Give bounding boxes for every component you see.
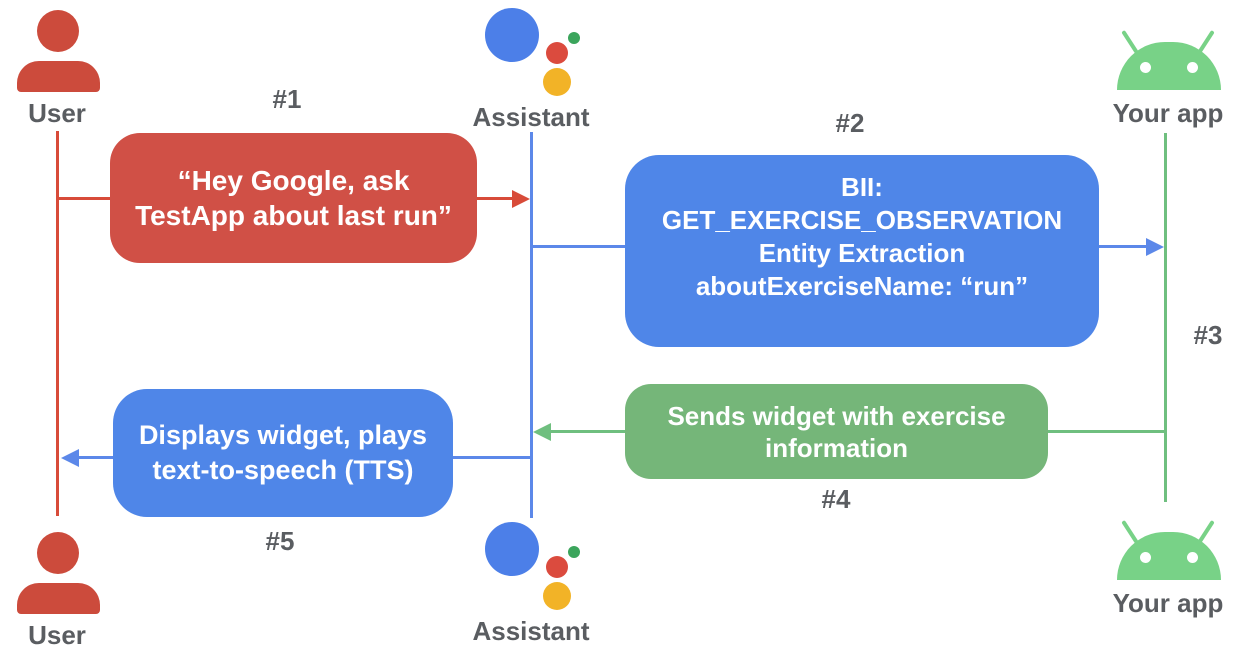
arrow-1-line-left — [58, 197, 110, 200]
message-1-user-query: “Hey Google, ask TestApp about last run” — [110, 133, 477, 263]
actor-label-app-top: Your app — [1112, 98, 1224, 128]
actor-label-user-bottom: User — [28, 620, 86, 650]
lifeline-user — [56, 131, 59, 516]
assistant-green-dot — [568, 546, 580, 558]
arrow-2-line-left — [533, 245, 625, 248]
assistant-red-circle — [546, 42, 568, 64]
person-body — [17, 61, 100, 92]
message-line: BII: — [841, 172, 883, 202]
message-line: TestApp about last run” — [135, 200, 452, 231]
assistant-yellow-circle — [543, 68, 571, 96]
arrow-4-line-left — [551, 430, 625, 433]
arrow-1-head — [512, 190, 530, 208]
actor-label-assistant-top: Assistant — [472, 102, 590, 132]
actor-app-top: Your app — [1093, 17, 1243, 132]
message-2-bii: BII: GET_EXERCISE_OBSERVATION Entity Ext… — [625, 155, 1099, 347]
assistant-blue-circle — [485, 522, 539, 576]
arrow-5-line-left — [79, 456, 113, 459]
actor-label-app-bottom: Your app — [1112, 588, 1224, 618]
person-head — [37, 10, 79, 52]
actor-user-bottom: User — [7, 532, 107, 652]
message-line: Sends widget with exercise — [667, 400, 1006, 431]
step-label-3: #3 — [1193, 320, 1223, 350]
message-line: text-to-speech (TTS) — [152, 455, 414, 485]
assistant-green-dot — [568, 32, 580, 44]
message-line: “Hey Google, ask — [177, 165, 410, 196]
actor-assistant-top: Assistant — [456, 8, 606, 138]
lifeline-assistant — [530, 132, 533, 518]
message-line: aboutExerciseName: “run” — [695, 271, 1029, 301]
person-body — [17, 583, 100, 614]
step-label-2: #2 — [835, 108, 865, 138]
actor-user-top: User — [7, 10, 107, 130]
person-head — [37, 532, 79, 574]
actor-label-assistant-bottom: Assistant — [472, 616, 590, 646]
android-eye-left — [1140, 62, 1151, 73]
arrow-2-head — [1146, 238, 1164, 256]
actor-label-user-top: User — [28, 98, 86, 128]
message-5-display: Displays widget, plays text-to-speech (T… — [113, 389, 453, 517]
step-label-5: #5 — [265, 526, 295, 556]
message-line: Displays widget, plays — [138, 420, 428, 450]
arrow-5-head — [61, 449, 79, 467]
assistant-yellow-circle — [543, 582, 571, 610]
arrow-4-head — [533, 423, 551, 441]
actor-assistant-bottom: Assistant — [456, 522, 606, 652]
actor-app-bottom: Your app — [1093, 507, 1243, 622]
step-label-1: #1 — [272, 84, 302, 114]
android-eye-left — [1140, 552, 1151, 563]
assistant-red-circle — [546, 556, 568, 578]
lifeline-app — [1164, 133, 1167, 502]
arrow-4-line-right — [1048, 430, 1165, 433]
message-line: information — [765, 432, 908, 463]
step-label-4: #4 — [821, 484, 851, 514]
message-line: GET_EXERCISE_OBSERVATION — [661, 205, 1063, 235]
assistant-blue-circle — [485, 8, 539, 62]
android-eye-right — [1187, 552, 1198, 563]
arrow-1-line-right — [477, 197, 512, 200]
message-line: Entity Extraction — [758, 238, 966, 268]
arrow-2-line-right — [1099, 245, 1147, 248]
arrow-5-line-right — [453, 456, 530, 459]
message-4-widget: Sends widget with exercise information — [625, 384, 1048, 479]
android-eye-right — [1187, 62, 1198, 73]
